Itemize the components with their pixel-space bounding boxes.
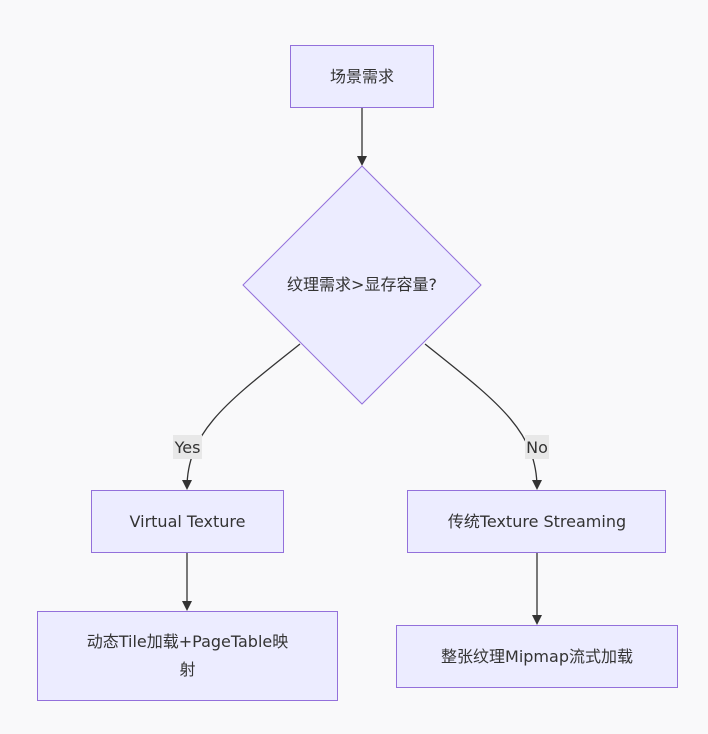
edge-label-no: No xyxy=(525,435,549,459)
node-virtual-texture[interactable]: Virtual Texture xyxy=(91,490,284,553)
node-start[interactable]: 场景需求 xyxy=(290,45,434,108)
edge-label-yes-text: Yes xyxy=(174,438,201,457)
node-vt-detail-label-line1: 动态Tile加载+PageTable映 xyxy=(87,632,289,651)
node-virtual-texture-label: Virtual Texture xyxy=(130,512,246,531)
edge-label-yes: Yes xyxy=(173,435,202,459)
node-decision[interactable]: 纹理需求>显存容量? xyxy=(242,165,482,405)
node-vt-detail-label-line2: 射 xyxy=(179,660,195,679)
node-texture-streaming[interactable]: 传统Texture Streaming xyxy=(407,490,666,553)
node-ts-detail[interactable]: 整张纹理Mipmap流式加载 xyxy=(396,625,678,688)
edge-decision-vt xyxy=(182,343,301,490)
node-start-label: 场景需求 xyxy=(330,67,394,86)
edge-decision-ts xyxy=(424,343,542,490)
node-texture-streaming-label: 传统Texture Streaming xyxy=(448,512,626,531)
node-vt-detail[interactable]: 动态Tile加载+PageTable映 射 xyxy=(37,611,338,701)
edge-label-no-text: No xyxy=(526,438,548,457)
node-ts-detail-label: 整张纹理Mipmap流式加载 xyxy=(441,647,633,666)
node-decision-label: 纹理需求>显存容量? xyxy=(287,275,437,294)
